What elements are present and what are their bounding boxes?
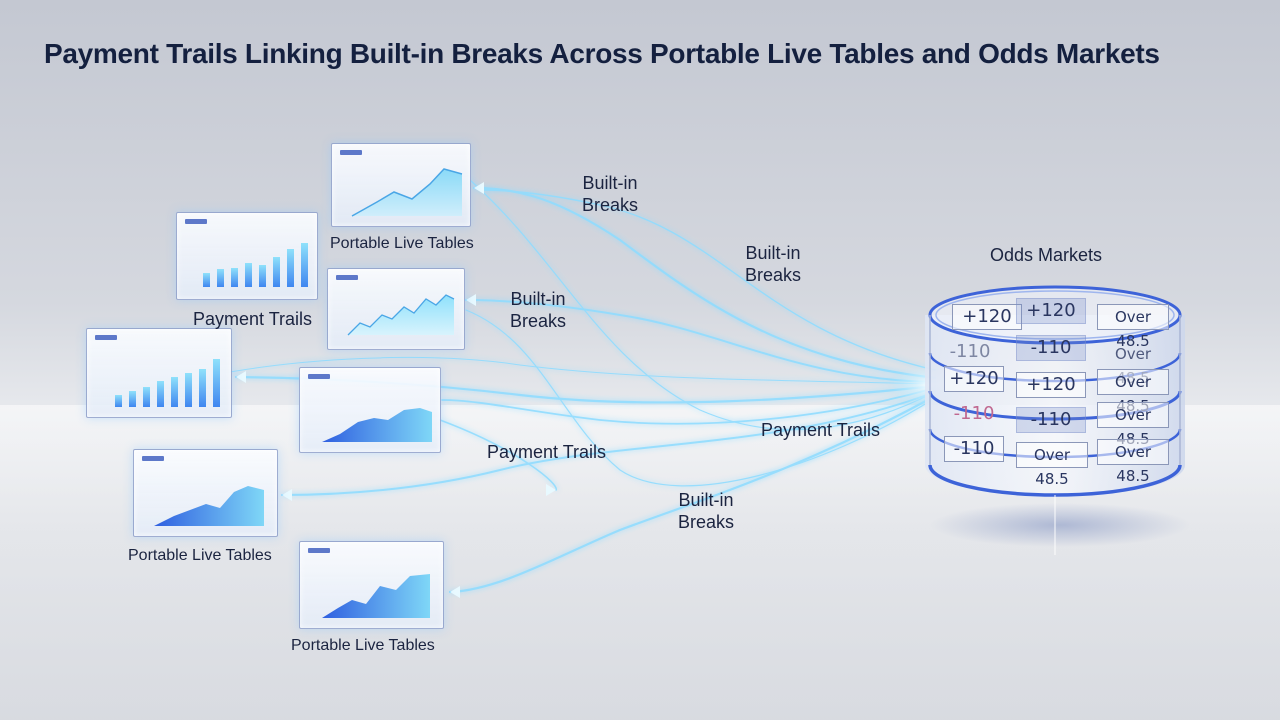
label-portable-live-tables: Portable Live Tables: [128, 547, 272, 564]
trail-to-top-panel-2: [479, 189, 936, 371]
odds-chip: -110: [944, 436, 1004, 462]
live-table-panel-center: [299, 367, 441, 453]
page-title: Payment Trails Linking Built-in Breaks A…: [44, 38, 1160, 69]
odds-chip: -110: [953, 403, 995, 424]
live-table-panel-bars-upper: [176, 212, 318, 300]
odds-chip: +120: [952, 304, 1022, 330]
trail-to-lower-left-panel: [281, 391, 936, 496]
odds-chip: -110: [1016, 407, 1086, 433]
bar-chart-icon: [203, 243, 308, 287]
panel-header-bar: [340, 150, 362, 155]
panel-header-bar: [142, 456, 164, 461]
label-odds-markets: Odds Markets: [990, 245, 1103, 265]
live-table-panel-bars-left: [86, 328, 232, 418]
panel-header-bar: [336, 275, 358, 280]
trail-to-top-panel: [472, 186, 937, 380]
trail-to-mid-panel: [465, 299, 936, 383]
trail-to-center-panel: [441, 387, 936, 425]
odds-chip: -110: [949, 341, 991, 362]
arrow-head-top: [474, 182, 484, 194]
panel-header-bar: [308, 548, 330, 553]
label-payment-trails: Payment Trails: [193, 309, 313, 329]
area-chart-icon: [351, 168, 463, 217]
area-chart-icon: [347, 294, 455, 336]
trail-cross-3: [465, 309, 936, 487]
label-portable-live-tables: Portable Live Tables: [291, 637, 435, 654]
panel-header-bar: [95, 335, 117, 340]
area-chart-icon: [322, 574, 430, 618]
panel-header-bar: [185, 219, 207, 224]
odds-chip: Over 48.5: [1097, 369, 1169, 415]
area-chart-icon: [322, 408, 432, 442]
arrow-head-left: [236, 371, 246, 383]
live-table-panel-bottom: [299, 541, 444, 629]
trail-cross-4: [229, 356, 936, 385]
odds-chip: Over 48.5: [1097, 439, 1169, 485]
arrow-head-center: [546, 484, 556, 496]
odds-chip: Over 48.5: [1016, 442, 1088, 488]
area-chart-icon: [154, 486, 264, 526]
label-portable-live-tables: Portable Live Tables: [330, 235, 474, 252]
odds-chip: +120: [944, 366, 1004, 392]
odds-chip: Over 48.5: [1114, 345, 1152, 387]
odds-chip: Over 48.5: [1097, 304, 1169, 350]
panel-header-bar: [308, 374, 330, 379]
arrow-head-bottom: [450, 586, 460, 598]
odds-chip: -110: [1016, 335, 1086, 361]
arrow-head-mid: [466, 294, 476, 306]
label-payment-trails: Payment Trails: [761, 420, 881, 440]
odds-chip: +120: [1016, 372, 1086, 398]
odds-chip: +120: [1016, 298, 1086, 324]
live-table-panel-mid: [327, 268, 465, 350]
bar-chart-icon: [115, 359, 220, 407]
trail-to-bottom-panel: [448, 394, 937, 594]
arrow-head-lower: [282, 489, 292, 501]
live-table-panel-lower-left: [133, 449, 278, 537]
trail-cross-2: [439, 419, 557, 491]
odds-chip: Over 48.5: [1097, 402, 1169, 448]
trail-cross-1: [469, 179, 936, 431]
label-payment-trails: Payment Trails: [487, 442, 607, 462]
live-table-panel-top: [331, 143, 471, 227]
